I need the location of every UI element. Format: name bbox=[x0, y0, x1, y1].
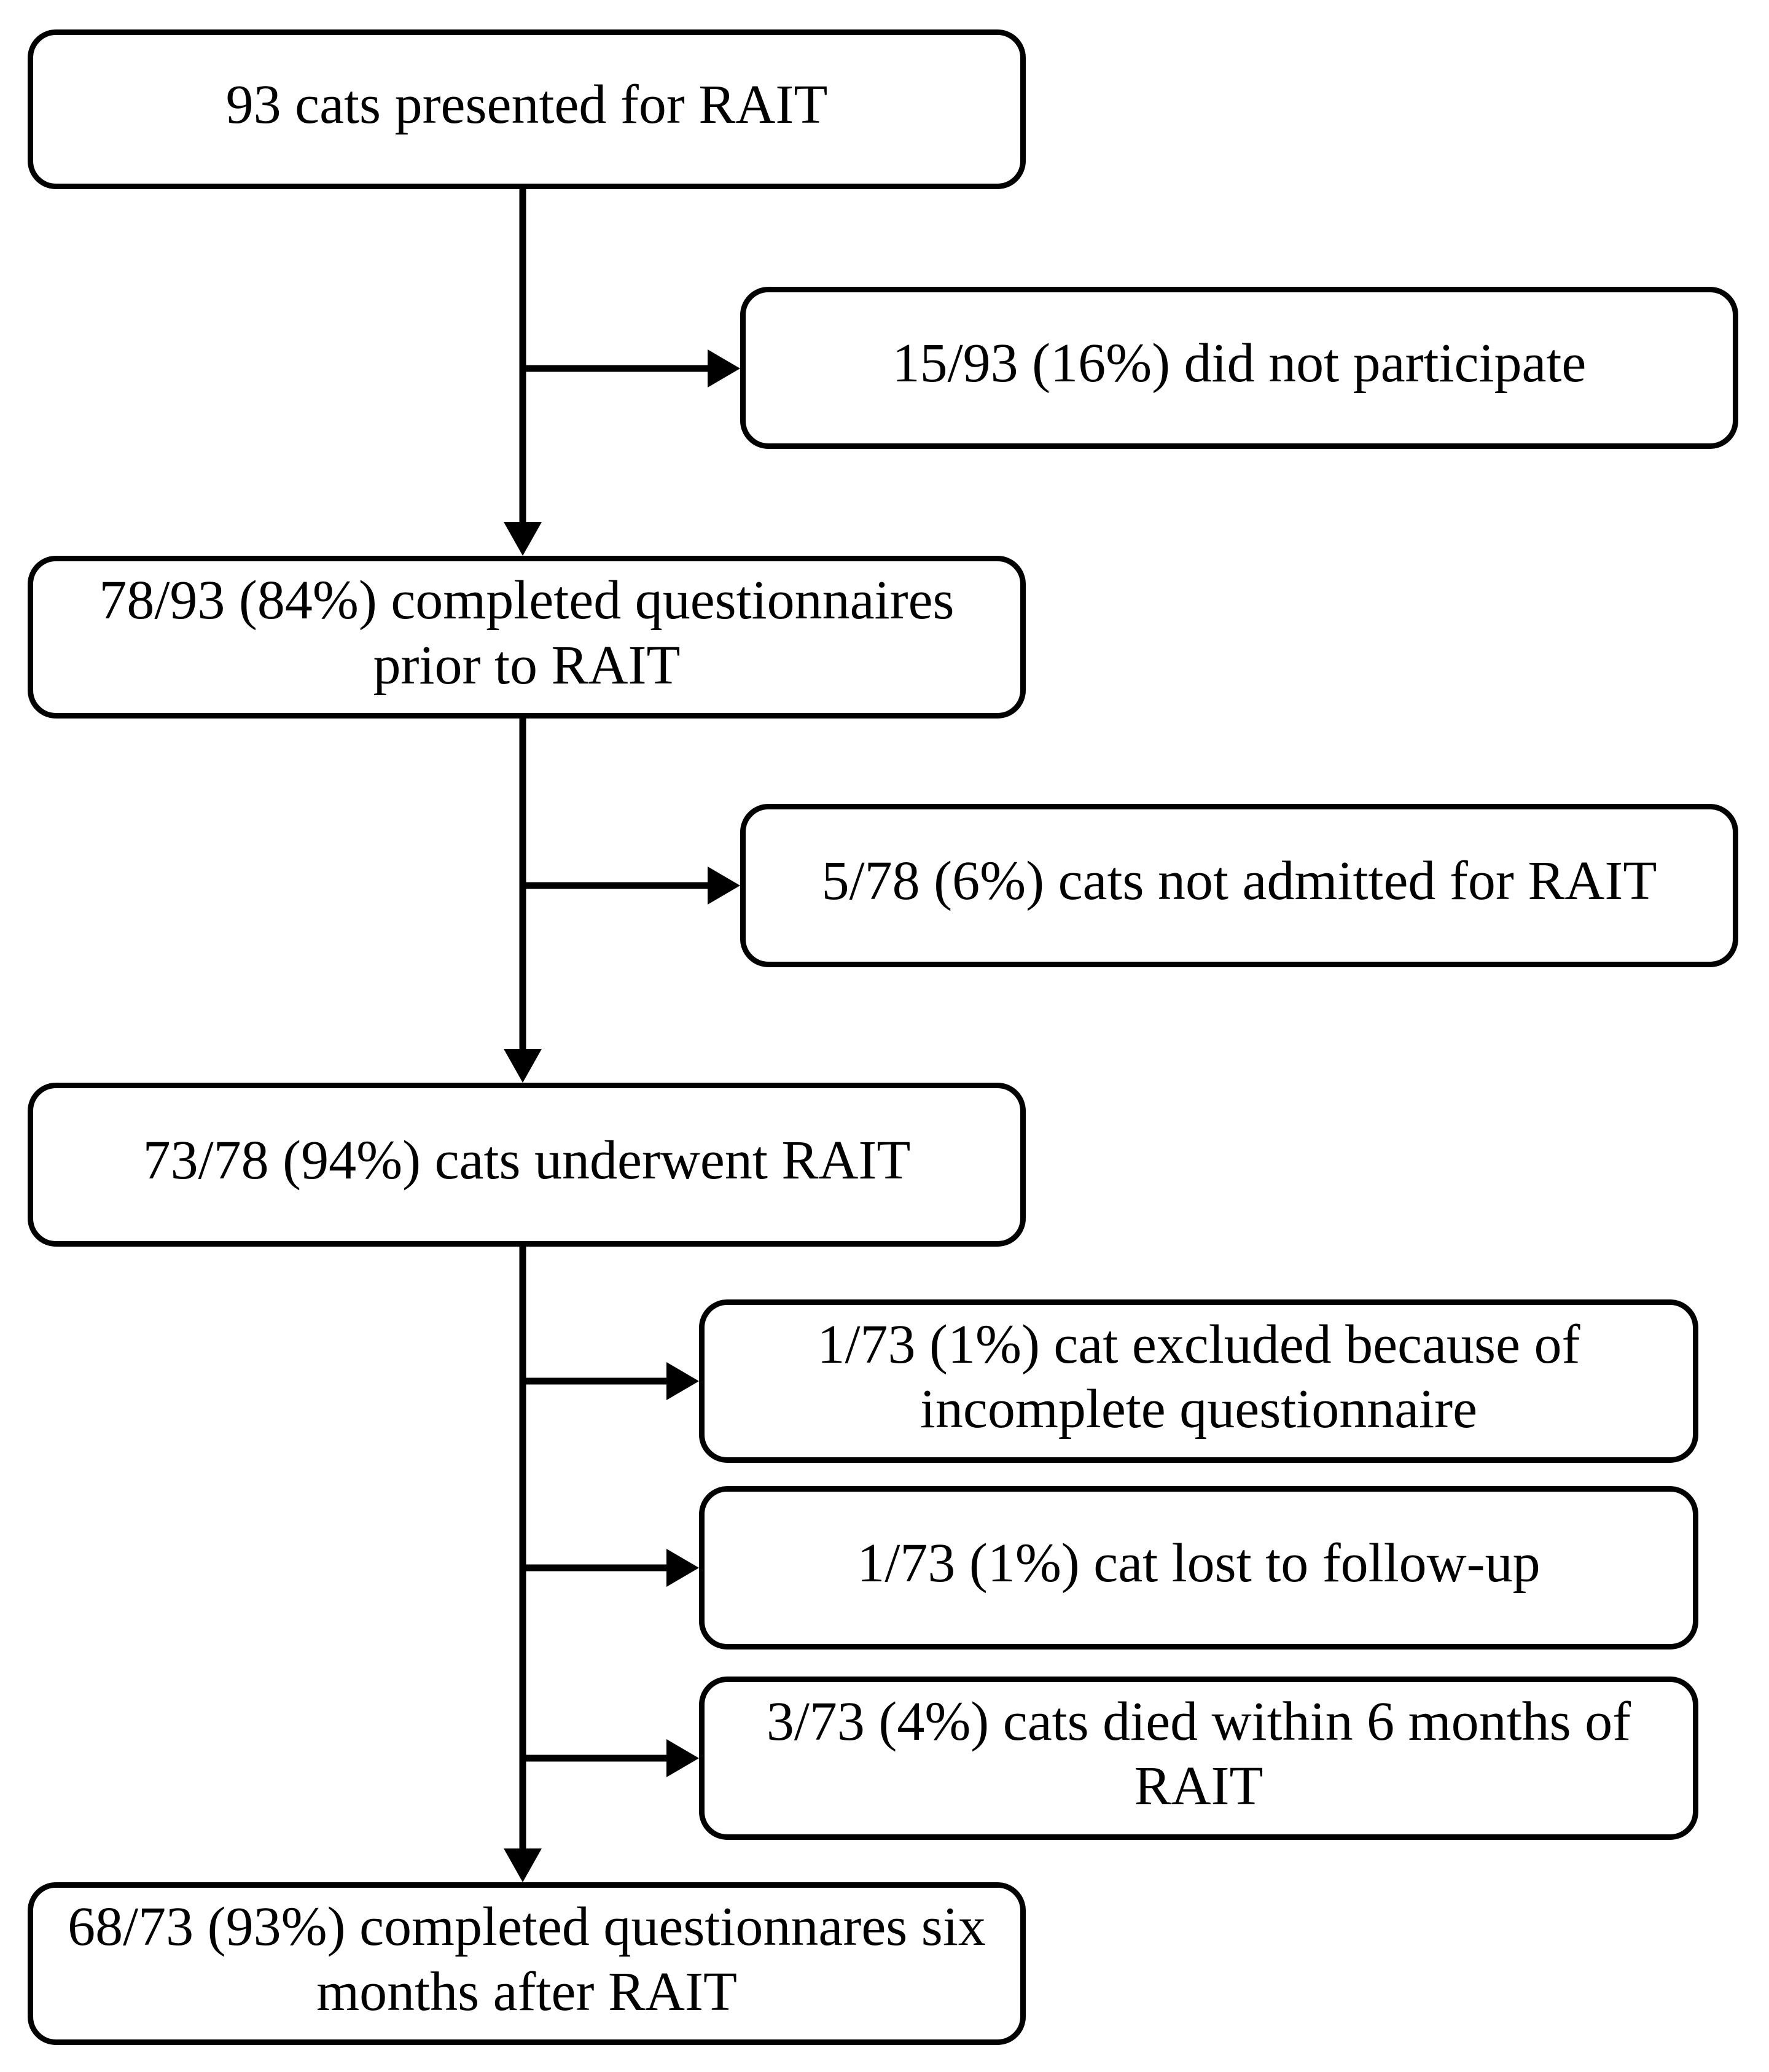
arrowhead-down-into-prequest bbox=[504, 522, 542, 556]
node-presented-for-rait: 93 cats presented for RAIT bbox=[28, 29, 1026, 189]
arrowhead-down-into-underwent bbox=[504, 1049, 542, 1083]
node-died-within-6-months: 3/73 (4%) cats died within 6 months of R… bbox=[699, 1677, 1698, 1840]
node-completed-after-line-2: months after RAIT bbox=[316, 1961, 737, 2022]
node-completed-questionnaires-prior: 78/93 (84%) completed questionnaires pri… bbox=[28, 556, 1026, 719]
node-lost-to-follow-up: 1/73 (1%) cat lost to follow-up bbox=[699, 1486, 1698, 1649]
node-not-admitted-line-1: 5/78 (6%) cats not admitted for RAIT bbox=[821, 851, 1657, 912]
node-completed-questionnaires-after: 68/73 (93%) completed questionnares six … bbox=[28, 1882, 1026, 2045]
node-underwent-rait: 73/78 (94%) cats underwent RAIT bbox=[28, 1083, 1026, 1247]
node-did-not-participate: 15/93 (16%) did not participate bbox=[740, 287, 1738, 449]
node-excluded-line-2: incomplete questionnaire bbox=[920, 1379, 1478, 1439]
node-excluded-line-1: 1/73 (1%) cat excluded because of bbox=[817, 1314, 1580, 1375]
arrowhead-down-into-postquest bbox=[504, 1848, 542, 1882]
node-presented-line-1: 93 cats presented for RAIT bbox=[225, 74, 828, 136]
arrowhead-into-not-admitted bbox=[708, 867, 740, 905]
arrowhead-into-lost-follow-up bbox=[666, 1549, 699, 1587]
node-underwent-line-1: 73/78 (94%) cats underwent RAIT bbox=[143, 1129, 911, 1191]
node-completed-after-line-1: 68/73 (93%) completed questionnares six bbox=[68, 1896, 986, 1958]
node-not-admitted-for-rait: 5/78 (6%) cats not admitted for RAIT bbox=[740, 804, 1738, 967]
node-completed-prior-line-2: prior to RAIT bbox=[373, 634, 681, 696]
arrowhead-into-excluded bbox=[666, 1362, 699, 1400]
node-died-line-1: 3/73 (4%) cats died within 6 months of bbox=[766, 1691, 1631, 1752]
node-did-not-participate-line-1: 15/93 (16%) did not participate bbox=[892, 333, 1587, 394]
node-lost-line-1: 1/73 (1%) cat lost to follow-up bbox=[857, 1533, 1541, 1594]
arrowhead-into-died bbox=[666, 1739, 699, 1777]
arrowhead-into-did-not-participate bbox=[708, 349, 740, 388]
node-died-line-2: RAIT bbox=[1134, 1756, 1263, 1817]
node-excluded-incomplete-questionnaire: 1/73 (1%) cat excluded because of incomp… bbox=[699, 1299, 1698, 1463]
node-completed-prior-line-1: 78/93 (84%) completed questionnaires bbox=[99, 570, 955, 631]
